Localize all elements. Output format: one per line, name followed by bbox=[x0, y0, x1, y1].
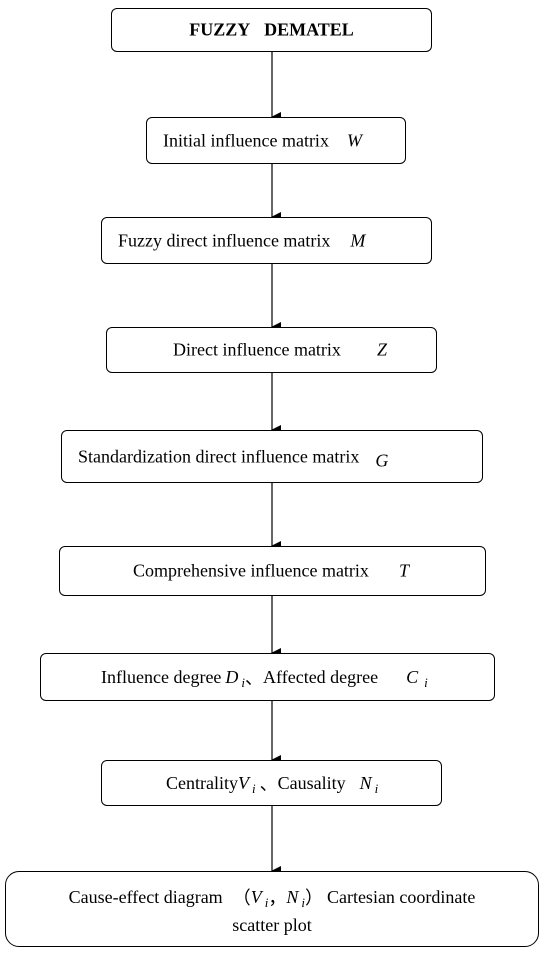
influence-degree-variable: D bbox=[225, 666, 239, 687]
step-initial-influence-matrix: Initial influence matrix W bbox=[146, 117, 406, 164]
cause-effect-label: Cause-effect diagram bbox=[68, 886, 223, 907]
step-variable: M bbox=[350, 230, 366, 250]
causality-label: Causality bbox=[277, 772, 346, 793]
step-label: Comprehensive influence matrix bbox=[133, 560, 369, 581]
open-paren: （ bbox=[232, 888, 251, 908]
cartesian-label: Cartesian coordinate bbox=[326, 886, 476, 907]
affected-degree-variable: C bbox=[406, 666, 419, 687]
step-label: Initial influence matrix bbox=[163, 130, 329, 150]
step-variable: G bbox=[375, 450, 389, 470]
step-variable: W bbox=[346, 130, 362, 150]
centrality-label: Centrality bbox=[166, 772, 238, 793]
causality-subscript: i bbox=[374, 781, 379, 796]
step-comprehensive-influence-matrix: Comprehensive influence matrix T bbox=[59, 546, 486, 596]
influence-degree-subscript: i bbox=[241, 675, 246, 690]
step-variable: Z bbox=[376, 339, 387, 360]
title-text: FUZZY DEMATEL bbox=[189, 19, 354, 40]
affected-degree-subscript: i bbox=[424, 675, 428, 690]
step-standardization-direct-influence-matrix: Standardization direct influence matrix … bbox=[61, 430, 483, 483]
influence-degree-label: Influence degree bbox=[101, 666, 222, 687]
centrality-subscript: i bbox=[264, 895, 269, 910]
centrality-variable: V bbox=[237, 772, 249, 793]
close-paren: ） bbox=[304, 888, 323, 908]
affected-degree-label: Affected degree bbox=[263, 666, 379, 687]
step-variable: T bbox=[398, 560, 409, 581]
step-label: Fuzzy direct influence matrix bbox=[118, 230, 331, 250]
centrality-subscript: i bbox=[251, 781, 256, 796]
step-cause-effect-diagram: Cause-effect diagram （ V i ， N i ） Carte… bbox=[5, 871, 539, 947]
comma: ， bbox=[268, 888, 287, 908]
causality-variable: N bbox=[359, 772, 372, 793]
step-fuzzy-direct-influence-matrix: Fuzzy direct influence matrix M bbox=[101, 217, 432, 264]
causality-variable: N bbox=[286, 886, 299, 907]
separator: 、 bbox=[245, 668, 264, 688]
step-label: Standardization direct influence matrix bbox=[78, 446, 360, 466]
step-centrality-causality: Centrality V i 、 Causality N i bbox=[101, 760, 442, 806]
centrality-variable: V bbox=[250, 886, 262, 907]
scatter-plot-label: scatter plot bbox=[232, 915, 312, 935]
step-influence-affected-degree: Influence degree D i 、 Affected degree C… bbox=[40, 653, 495, 701]
title-box: FUZZY DEMATEL bbox=[111, 8, 432, 52]
step-label: Direct influence matrix bbox=[173, 339, 341, 360]
separator: 、 bbox=[259, 774, 278, 794]
causality-subscript: i bbox=[301, 895, 305, 910]
step-direct-influence-matrix: Direct influence matrix Z bbox=[106, 327, 437, 373]
